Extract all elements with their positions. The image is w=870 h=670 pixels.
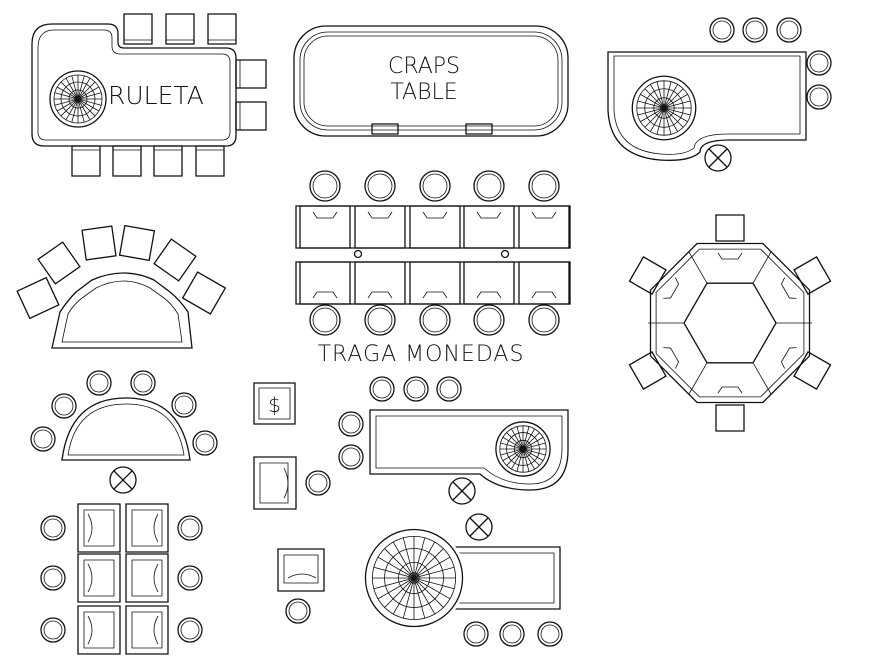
- slot-machine: [464, 262, 514, 335]
- stools: [710, 18, 831, 109]
- slot-machine: [519, 171, 569, 248]
- slot-machine: [126, 606, 168, 654]
- chair-icon: [629, 343, 681, 389]
- slot-machine: [78, 504, 120, 552]
- chair-icon: [778, 257, 830, 303]
- slot-machine: [464, 171, 514, 248]
- slot-machine: [78, 606, 120, 654]
- slot-machine: [519, 262, 569, 335]
- slot-machine: [126, 504, 168, 552]
- stool-icon: [41, 566, 65, 590]
- chair-icon: [778, 343, 830, 389]
- stool-icon: [178, 618, 202, 642]
- slots-label: TRAGA MONEDAS: [318, 342, 525, 367]
- cashier-box[interactable]: $: [254, 383, 295, 424]
- x-circle-icon: [705, 145, 731, 171]
- craps-label-line2: TABLE: [390, 80, 457, 105]
- bar-table-middle[interactable]: [286, 377, 568, 646]
- poker-table-octagon[interactable]: [629, 215, 830, 431]
- slot-machine: [300, 262, 350, 335]
- slot-bank-bottom-left[interactable]: [41, 504, 202, 654]
- stool-icon: [41, 516, 65, 540]
- craps-table[interactable]: CRAPS TABLE: [294, 26, 568, 136]
- slot-machine: [300, 171, 350, 248]
- roulette-wheel-icon: [49, 70, 107, 128]
- slot-machine: [410, 262, 460, 335]
- chair-icon: [629, 257, 681, 303]
- slot-machines[interactable]: [296, 171, 570, 335]
- stools: [31, 371, 217, 455]
- chair-icon: [716, 387, 744, 431]
- slot-machine: [78, 554, 120, 602]
- slot-machine: [355, 171, 405, 248]
- slot-machine: [355, 262, 405, 335]
- stool-icon: [178, 516, 202, 540]
- roulette-wheel-icon: [364, 528, 464, 628]
- x-circle-icon: [466, 514, 492, 540]
- stool-icon: [41, 618, 65, 642]
- blackjack-table-curved[interactable]: [17, 226, 225, 348]
- stool-icon: [178, 566, 202, 590]
- roulette-wheel-icon: [631, 75, 697, 141]
- chair-icon: [716, 215, 744, 259]
- half-round-table[interactable]: [31, 371, 217, 493]
- roulette-table[interactable]: RULETA: [32, 14, 266, 176]
- stools: [286, 377, 562, 646]
- craps-label-line1: CRAPS: [388, 54, 460, 79]
- roulette-label: RULETA: [108, 81, 204, 110]
- chairs: [17, 226, 225, 319]
- bar-table-bottom[interactable]: [362, 514, 560, 630]
- roulette-chairs: [72, 14, 266, 176]
- x-circle-icon: [449, 478, 475, 504]
- chair-icon: [278, 549, 324, 591]
- dollar-sign-icon: $: [268, 393, 281, 417]
- bar-table-top-right[interactable]: [608, 18, 831, 171]
- slot-machine: [410, 171, 460, 248]
- x-circle-icon: [110, 467, 136, 493]
- slot-machine: [126, 554, 168, 602]
- roulette-wheel-icon: [495, 421, 551, 477]
- chair-icon: [254, 457, 296, 509]
